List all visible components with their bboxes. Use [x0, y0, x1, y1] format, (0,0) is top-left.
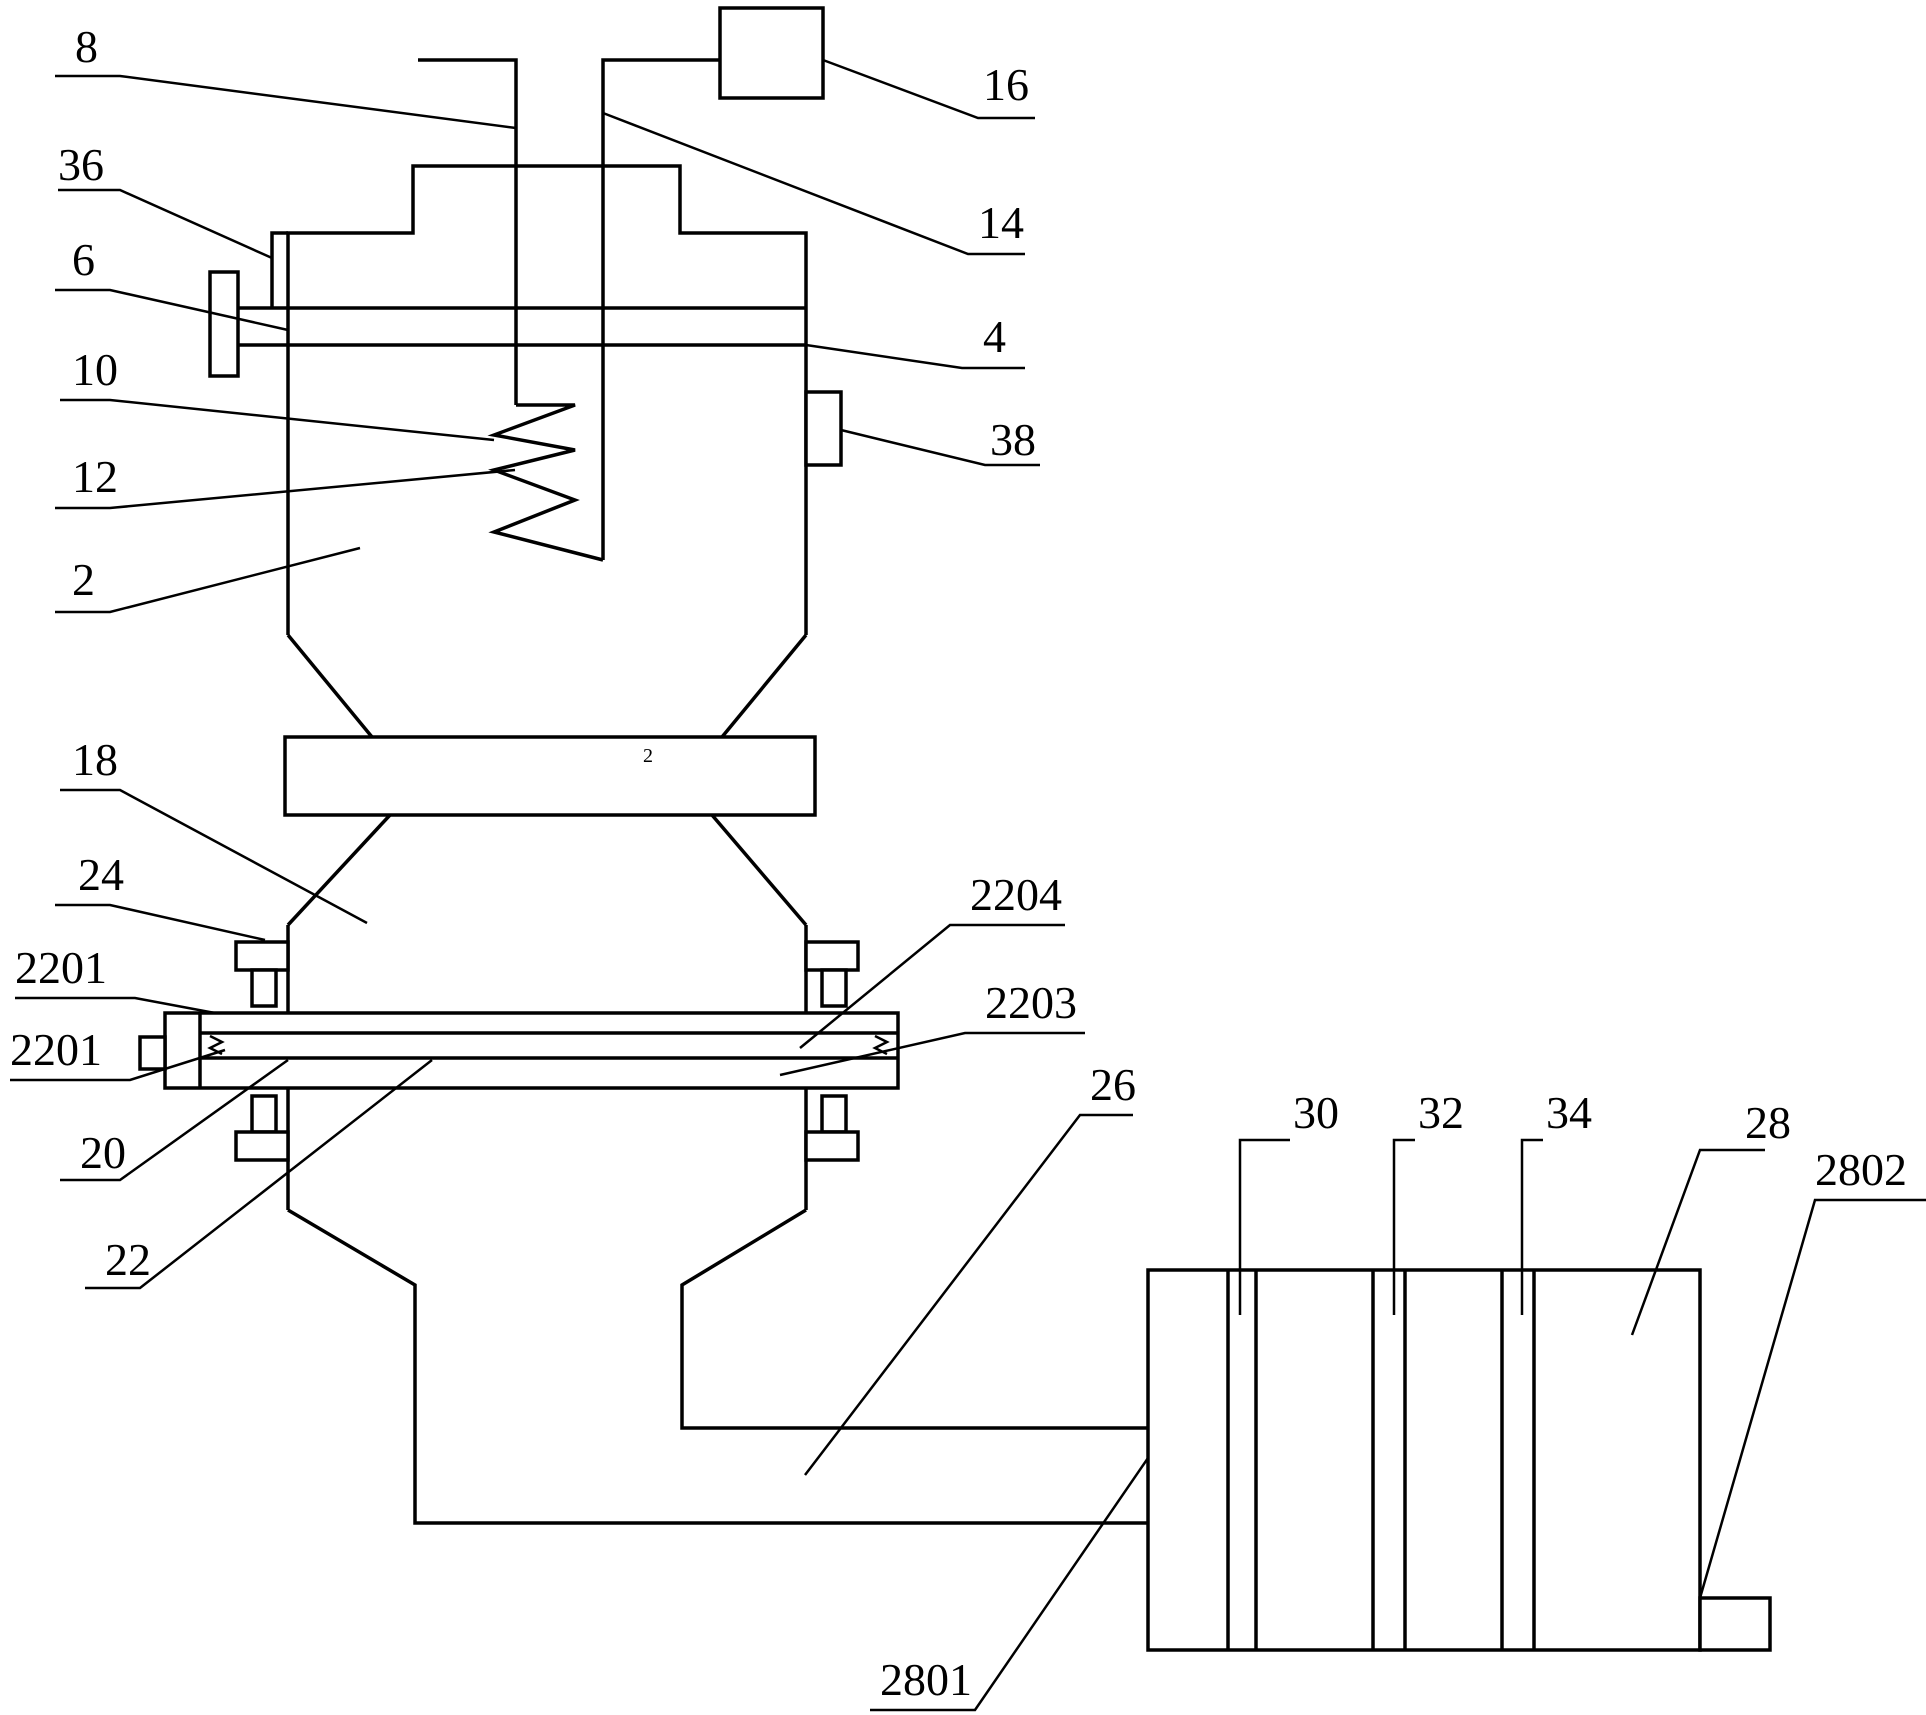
labels: 8 16 36 14 6 4 10 38 12 2 18 24 2204 220…	[10, 21, 1907, 1705]
side-box	[804, 390, 843, 467]
brackets	[234, 940, 860, 1162]
post-36	[270, 231, 288, 308]
label-4: 4	[983, 311, 1006, 362]
side-handle	[208, 270, 240, 378]
label-2: 2	[72, 554, 95, 605]
label-24: 24	[78, 849, 124, 900]
label-20: 20	[80, 1127, 126, 1178]
band-mark: 2	[643, 745, 653, 767]
label-2201-bottom: 2201	[10, 1024, 102, 1075]
label-2801: 2801	[880, 1654, 972, 1705]
label-36: 36	[58, 139, 104, 190]
label-2802: 2802	[1815, 1144, 1907, 1195]
coil	[487, 403, 604, 562]
outlet-pipe	[601, 58, 720, 560]
lower-tank	[286, 813, 1148, 1525]
label-12: 12	[72, 451, 118, 502]
top-box	[718, 6, 825, 100]
filter-drawer	[138, 1011, 900, 1090]
label-2203: 2203	[985, 977, 1077, 1028]
label-32: 32	[1418, 1087, 1464, 1138]
label-28: 28	[1745, 1097, 1791, 1148]
middle-band	[283, 735, 817, 817]
label-26: 26	[1090, 1059, 1136, 1110]
label-6: 6	[72, 234, 95, 285]
right-box	[1146, 1268, 1772, 1652]
label-22: 22	[105, 1234, 151, 1285]
upper-tank	[286, 164, 808, 739]
label-2204: 2204	[970, 869, 1062, 920]
label-10: 10	[72, 344, 118, 395]
label-2201-top: 2201	[15, 942, 107, 993]
inlet-pipe	[418, 58, 518, 405]
leader-lines	[10, 58, 1926, 1712]
label-30: 30	[1293, 1087, 1339, 1138]
label-18: 18	[72, 734, 118, 785]
label-34: 34	[1546, 1087, 1592, 1138]
label-38: 38	[990, 414, 1036, 465]
label-16: 16	[983, 59, 1029, 110]
label-8: 8	[75, 21, 98, 72]
label-14: 14	[978, 197, 1024, 248]
